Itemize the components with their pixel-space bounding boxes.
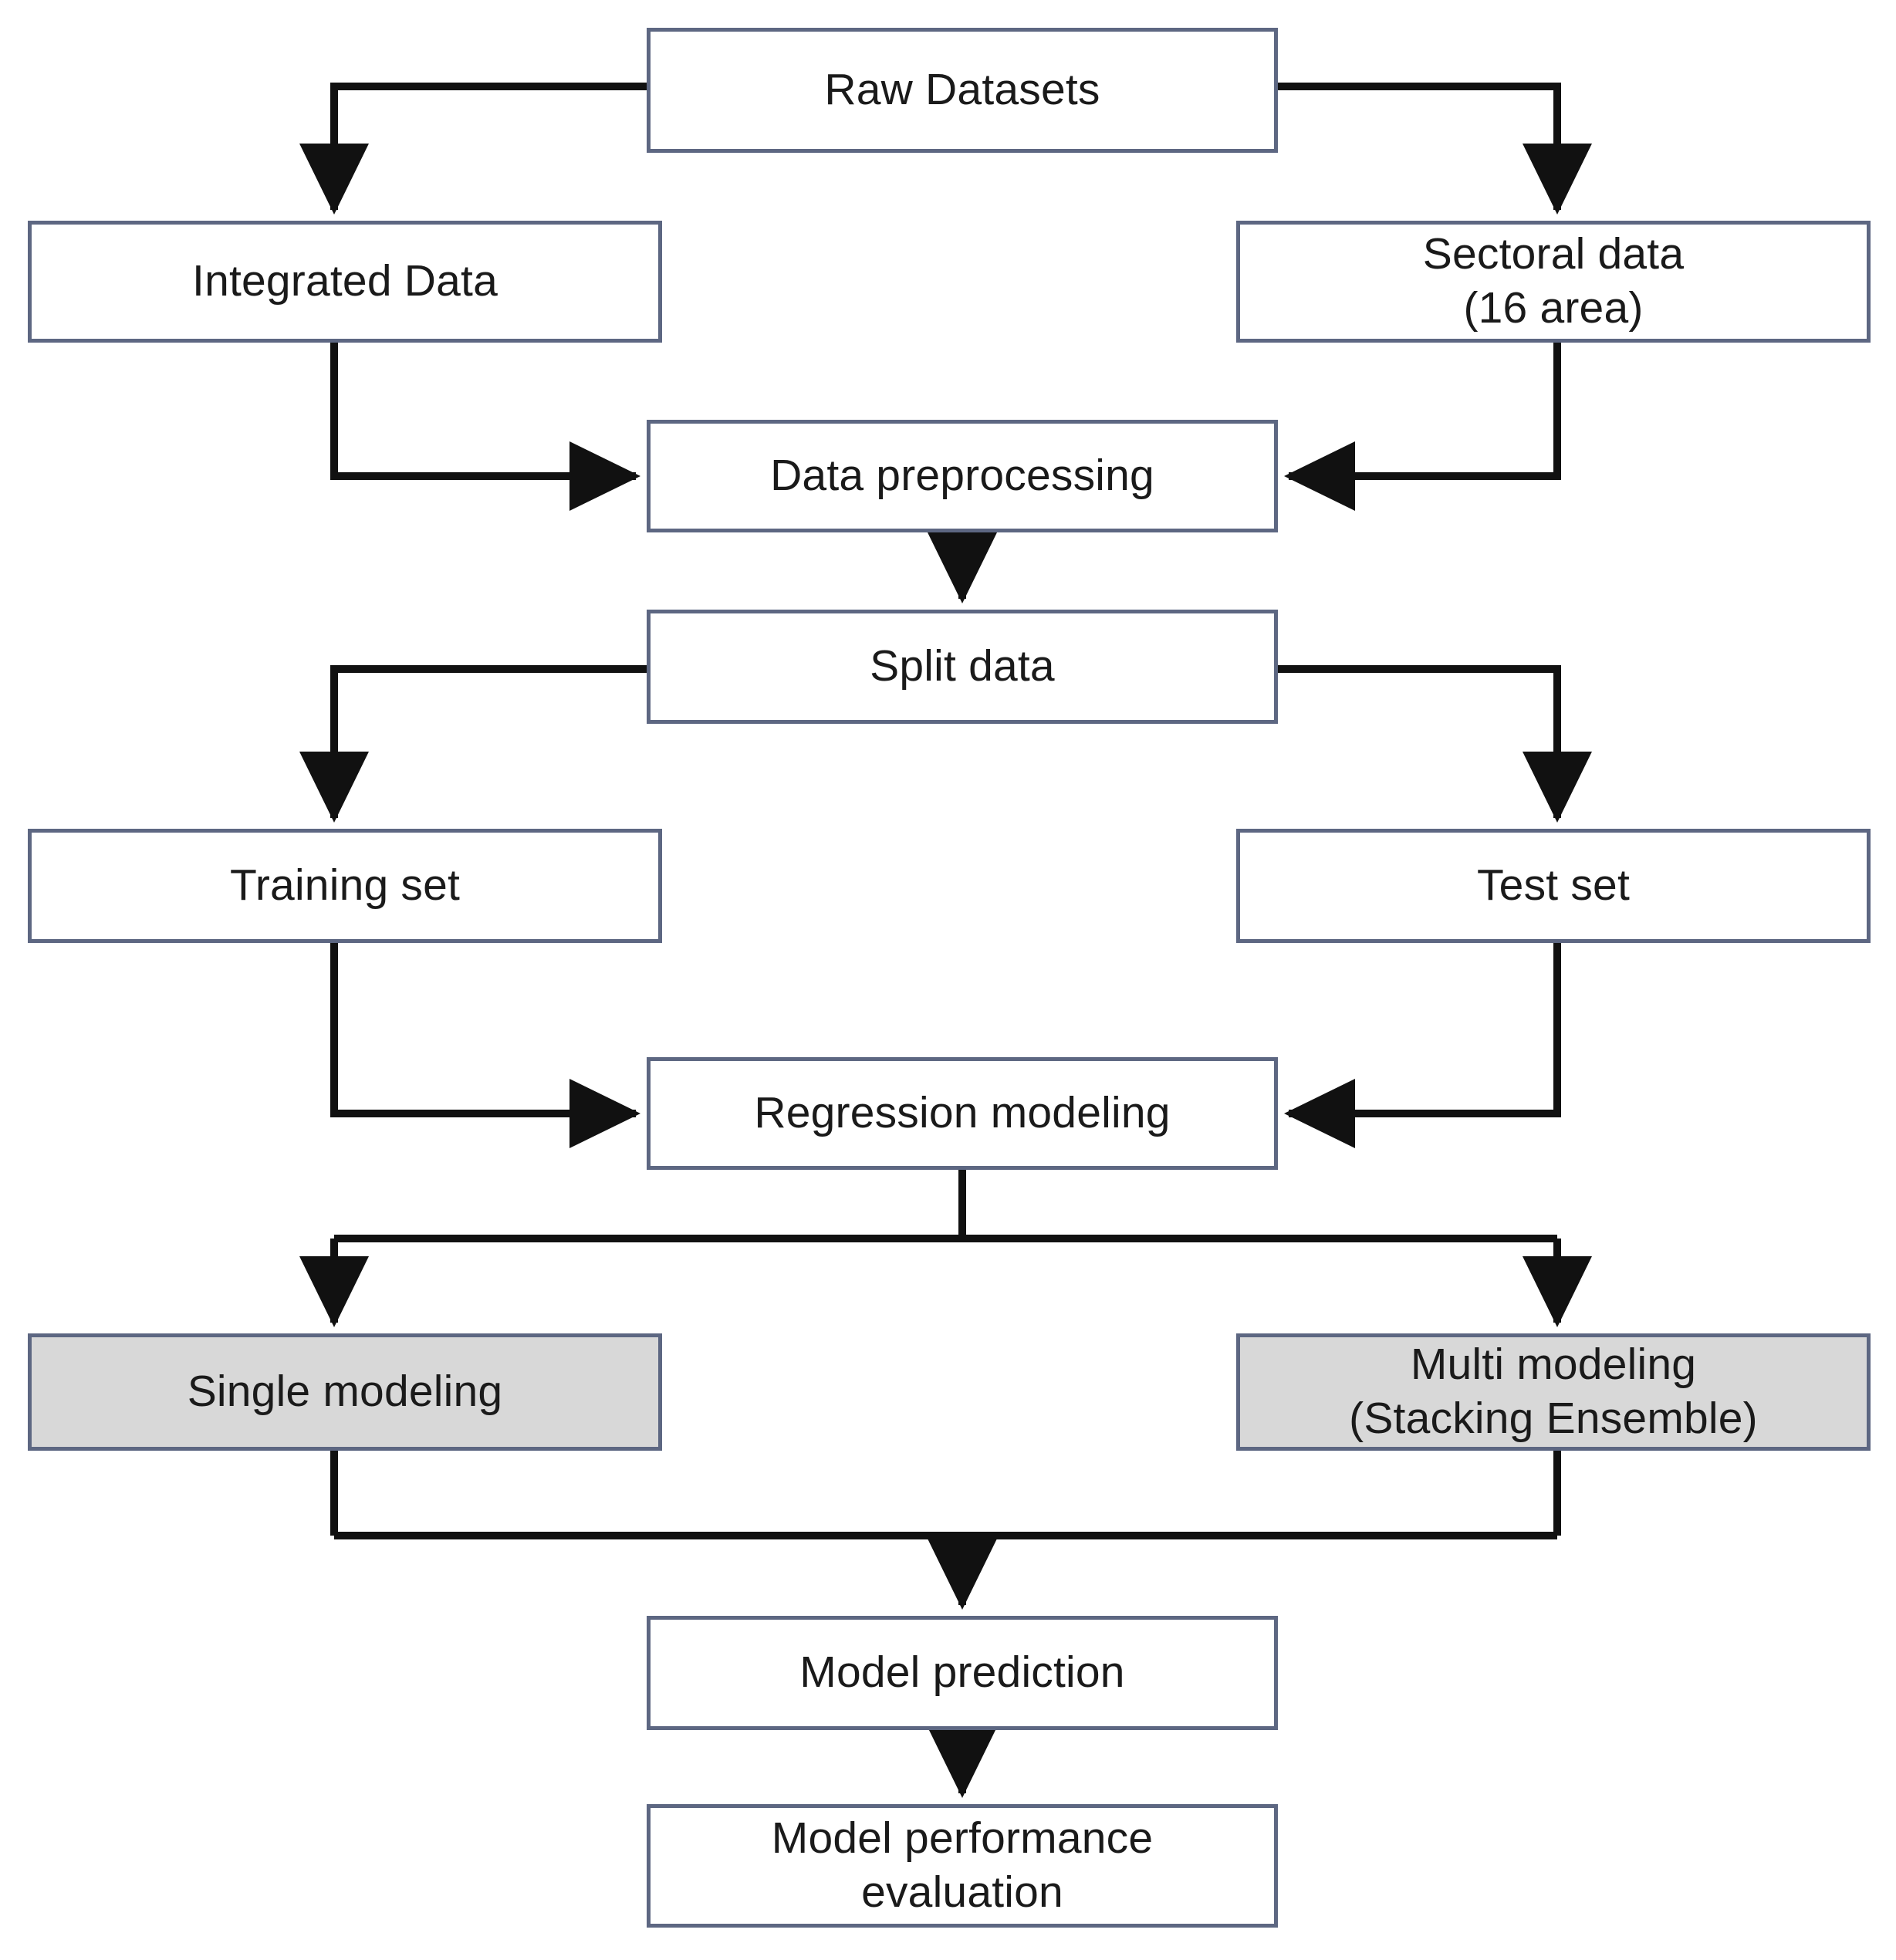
node-label: Regression modeling [754, 1088, 1171, 1138]
node-model-prediction[interactable]: Model prediction [647, 1616, 1278, 1730]
node-regression-modeling[interactable]: Regression modeling [647, 1057, 1278, 1170]
node-label: Model prediction [799, 1647, 1125, 1698]
node-label: Multi modeling (Stacking Ensemble) [1349, 1340, 1758, 1443]
node-label: Training set [229, 860, 461, 911]
node-training-set[interactable]: Training set [28, 829, 662, 943]
node-label: Single modeling [187, 1367, 503, 1417]
node-raw-datasets[interactable]: Raw Datasets [647, 28, 1278, 153]
node-label: Integrated Data [192, 256, 498, 306]
connector-raw-to-sectoral [1278, 83, 1592, 215]
node-label: Model performance evaluation [771, 1813, 1154, 1917]
connector-integrated-to-preprocessing [330, 343, 640, 511]
node-label: Raw Datasets [824, 65, 1100, 115]
connector-split-to-training [299, 665, 647, 823]
node-single-modeling[interactable]: Single modeling [28, 1333, 662, 1451]
node-test-set[interactable]: Test set [1236, 829, 1871, 943]
connector-test-to-regression [1284, 943, 1561, 1148]
node-multi-modeling[interactable]: Multi modeling (Stacking Ensemble) [1236, 1333, 1871, 1451]
node-label: Split data [870, 641, 1055, 691]
connector-split-to-test [1278, 665, 1592, 823]
node-integrated-data[interactable]: Integrated Data [28, 221, 662, 343]
node-label: Sectoral data (16 area) [1422, 229, 1685, 333]
node-model-performance-evaluation[interactable]: Model performance evaluation [647, 1804, 1278, 1928]
node-sectoral-data[interactable]: Sectoral data (16 area) [1236, 221, 1871, 343]
node-label: Data preprocessing [770, 451, 1154, 501]
connector-training-to-regression [330, 943, 640, 1148]
node-split-data[interactable]: Split data [647, 610, 1278, 724]
connector-sectoral-to-preprocessing [1284, 343, 1561, 511]
node-label: Test set [1476, 860, 1630, 911]
node-data-preprocessing[interactable]: Data preprocessing [647, 420, 1278, 532]
connector-raw-to-integrated [299, 83, 647, 215]
